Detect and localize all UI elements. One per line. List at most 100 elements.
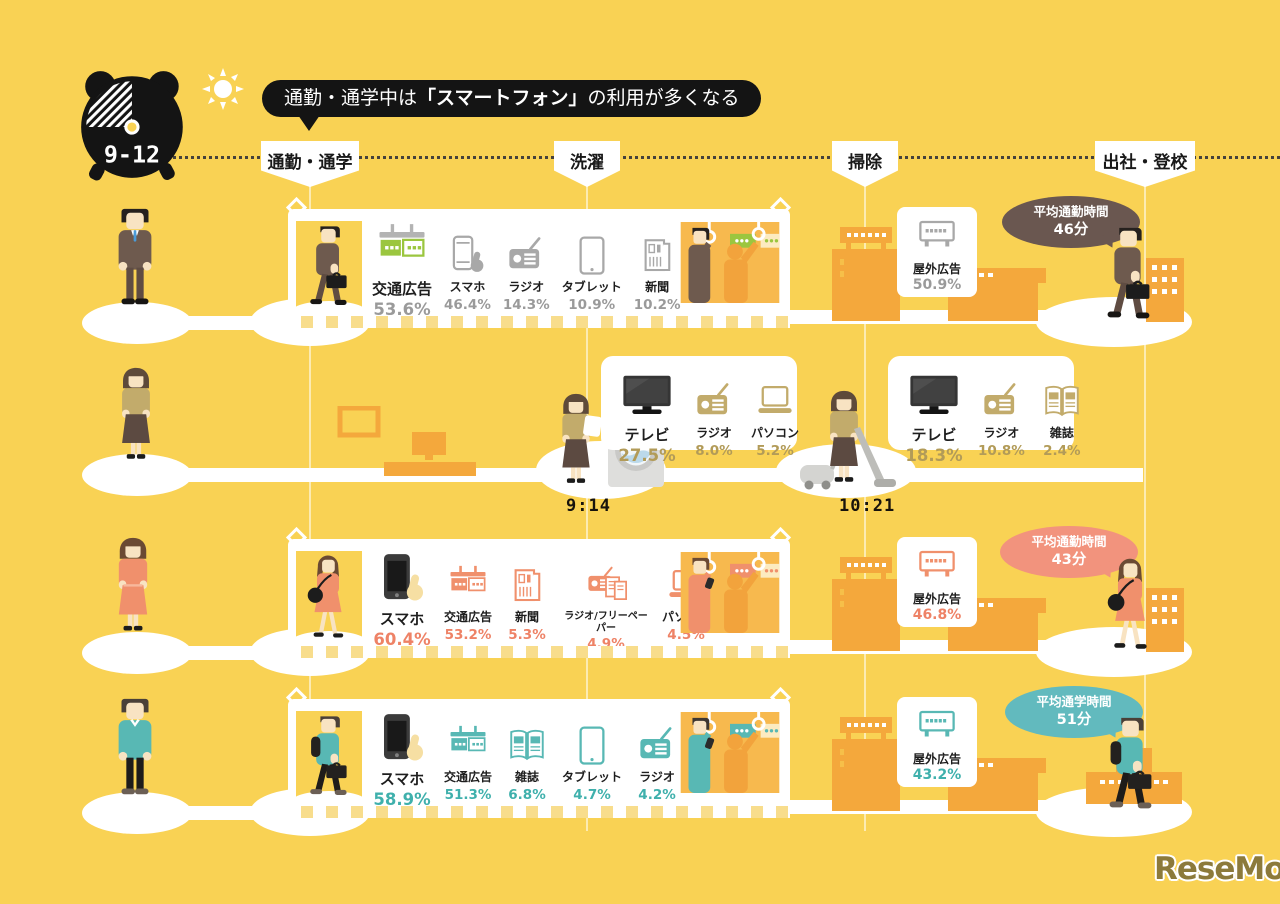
radio-icon xyxy=(978,367,1025,423)
media-value: 60.4% xyxy=(373,630,431,650)
cleaning-time: 10:21 xyxy=(839,496,896,516)
media-value: 53.2% xyxy=(444,626,492,643)
train-scene-woman xyxy=(680,552,780,633)
newspaper-icon xyxy=(504,551,550,607)
row3-media-card: スマホ60.4%交通広告53.2%新聞5.3%ラジオ/フリーペーパー4.9%パソ… xyxy=(288,539,790,653)
person-housewife-standing xyxy=(106,366,166,468)
row3-card-cutout xyxy=(291,551,367,653)
row4-card-fringe xyxy=(288,806,790,818)
bubble-line2: 43分 xyxy=(1051,551,1087,568)
row3-media-items: スマホ60.4%交通広告53.2%新聞5.3%ラジオ/フリーペーパー4.9%パソ… xyxy=(372,551,710,652)
clock-range-label: 9-12 xyxy=(104,141,160,169)
radio-icon xyxy=(634,711,680,767)
bubble-line2: 46分 xyxy=(1053,221,1089,238)
media-value: 6.8% xyxy=(508,786,546,803)
media-stat-transit-ad: 交通広告 51.3% xyxy=(444,711,492,803)
outdoor-ad-icon xyxy=(897,544,977,588)
media-value: 2.4% xyxy=(1043,442,1081,459)
media-label: テレビ xyxy=(624,426,670,444)
person-businessman-standing xyxy=(104,206,166,312)
media-value: 51.3% xyxy=(444,786,492,803)
timeline-dotted-line xyxy=(162,156,1280,159)
building-billboard xyxy=(832,555,900,651)
media-value: 46.4% xyxy=(444,296,491,313)
flag-laundry: 洗濯 xyxy=(554,141,620,187)
radio-paper-icon xyxy=(562,551,650,607)
alarm-clock-icon: 9-12 xyxy=(81,71,183,181)
living-room-silhouette xyxy=(337,406,476,476)
outdoor-value: 46.8% xyxy=(912,607,962,623)
row1-card-cutout xyxy=(291,221,367,323)
guide-line-cleaning xyxy=(864,183,866,831)
media-value: 10.2% xyxy=(633,296,681,313)
media-stat-tv: テレビ 18.3% xyxy=(904,367,964,465)
row2-bar-2 xyxy=(648,468,800,482)
media-label: 交通広告 xyxy=(444,610,493,624)
flag-arrival: 出社・登校 xyxy=(1095,141,1195,187)
person-student-walking xyxy=(299,713,357,806)
row3-card-fringe xyxy=(288,646,790,658)
media-label: ラジオ xyxy=(983,426,1020,440)
row1-card-fringe xyxy=(288,316,790,328)
media-label: スマホ xyxy=(379,610,425,628)
outdoor-label: 屋外広告 xyxy=(912,262,961,276)
flag-cleaning: 掃除 xyxy=(832,141,898,187)
bubble-line1: 平均通勤時間 xyxy=(1033,204,1109,220)
media-label: スマホ xyxy=(379,770,425,788)
bubble-line1: 平均通学時間 xyxy=(1036,694,1112,710)
tablet-icon xyxy=(562,221,622,277)
media-label: ラジオ xyxy=(508,280,545,294)
transit-ad-icon xyxy=(372,221,432,277)
media-label: 交通広告 xyxy=(444,770,493,784)
title-bold: 「スマートフォン」 xyxy=(417,87,588,109)
outdoor-label: 屋外広告 xyxy=(912,752,961,766)
media-label: スマホ xyxy=(449,280,486,294)
radio-icon xyxy=(503,221,550,277)
media-stat-transit-ad: 交通広告 53.2% xyxy=(444,551,492,643)
media-value: 27.5% xyxy=(618,446,676,466)
media-stat-phone-hand: スマホ 60.4% xyxy=(372,551,432,649)
guide-line-laundry xyxy=(586,183,588,831)
phone-hand-icon xyxy=(372,711,432,767)
outdoor-value: 43.2% xyxy=(912,767,962,783)
media-value: 5.2% xyxy=(756,442,794,459)
flag-commute: 通勤・通学 xyxy=(261,141,359,187)
media-value: 5.3% xyxy=(508,626,546,643)
magazine-icon xyxy=(504,711,550,767)
media-value: 4.7% xyxy=(573,786,611,803)
guide-line-arrival xyxy=(1144,183,1146,831)
media-value: 14.3% xyxy=(502,296,550,313)
row1-time-bubble: 平均通勤時間 46分 xyxy=(1002,196,1140,248)
title-banner: 通勤・通学中は「スマートフォン」の利用が多くなる xyxy=(262,80,762,132)
media-stat-phone-hand: スマホ 46.4% xyxy=(444,221,491,313)
tv-icon xyxy=(617,367,677,423)
media-value: 8.0% xyxy=(695,442,733,459)
media-value: 18.3% xyxy=(905,446,963,466)
building-billboard xyxy=(832,225,900,321)
media-label: テレビ xyxy=(911,426,957,444)
outdoor-value: 50.9% xyxy=(912,277,962,293)
transit-ad-icon xyxy=(444,711,492,767)
vacuum-scene xyxy=(800,390,896,490)
logo-text: ReseMom xyxy=(1154,851,1280,887)
sun-icon xyxy=(202,68,244,110)
tv-icon xyxy=(904,367,964,423)
media-label: タブレット xyxy=(561,280,622,294)
row2-bar-3 xyxy=(898,468,1143,482)
person-businessman-walking xyxy=(299,223,357,316)
transit-ad-icon xyxy=(444,551,492,607)
person-student-walking-right xyxy=(1098,714,1162,821)
